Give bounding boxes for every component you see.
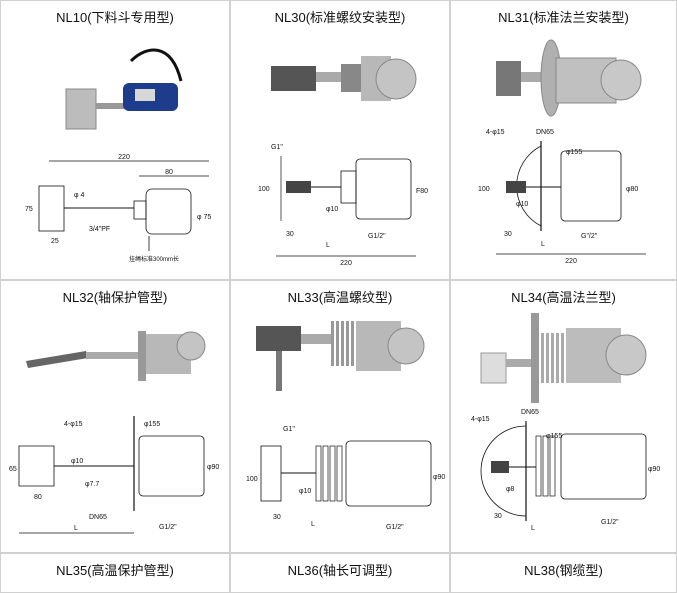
dim-label: G1" [283,426,295,433]
dim-label: G1" [271,144,283,151]
product-cell-nl34: NL34(高温法兰型) 4-φ15 DN65 φ155 [450,280,677,553]
dim-label: φ 4 [74,192,84,199]
dim-label: φ155 [566,149,582,156]
dim-label: φ10 [326,206,338,213]
dim-label: φ90 [433,474,445,481]
product-cell-nl38: NL38(钢缆型) [450,553,677,593]
dim-label: L [74,525,78,532]
dim-label: 100 [246,476,258,483]
product-photo [26,331,206,381]
dimension-drawing: G1" 100 φ90 φ10 30 L G1/2" [246,426,445,531]
dim-label: φ80 [626,186,638,193]
product-photo [65,48,183,130]
dim-label: φ 75 [197,214,211,221]
dim-note: 挂绳标准300mm长 [129,255,179,263]
dim-label: L [531,525,535,532]
dim-label: 30 [494,513,502,520]
dim-label: L [326,242,330,249]
dim-label: φ10 [299,488,311,495]
dim-label: DN65 [521,409,539,416]
dim-label: φ90 [207,464,219,471]
dim-label: 80 [34,494,42,501]
dim-label: 80 [165,169,173,176]
dim-label: G"/2" [581,233,598,240]
dim-label: 75 [25,206,33,213]
dim-label: 30 [273,514,281,521]
dim-label: φ155 [144,421,160,428]
dim-label: 220 [118,154,130,161]
dimension-drawing: 220 80 φ 4 75 φ 75 25 3/4"PF 挂绳标准300mm长 [25,154,211,263]
product-title: NL36(轴长可调型) [287,563,393,578]
product-cell-nl32: NL32(轴保护管型) 4-φ15 φ155 65 φ90 φ10 φ7.7 8… [0,280,230,553]
dim-label: 3/4"PF [89,226,110,233]
dim-label: φ8 [506,486,515,493]
product-title: NL31(标准法兰安装型) [498,10,629,25]
dim-label: DN65 [89,514,107,521]
dim-label: 220 [565,258,577,265]
dim-label: φ7.7 [85,481,99,488]
product-title: NL33(高温螺纹型) [287,290,393,305]
dim-label: 220 [340,260,352,267]
product-cell-nl10: NL10(下料斗专用型) 220 80 φ 4 75 φ 75 25 3/4"P… [0,0,230,280]
dim-label: DN65 [536,129,554,136]
dim-label: φ10 [71,458,83,465]
dimension-drawing: 4-φ15 φ155 65 φ90 φ10 φ7.7 80 DN65 G1/2"… [9,416,219,534]
dim-label: 30 [504,231,512,238]
dim-label: 4-φ15 [471,416,490,423]
dim-label: G1/2" [386,524,404,531]
product-title: NL10(下料斗专用型) [56,10,174,25]
dim-label: 65 [9,466,17,473]
product-cell-nl30: NL30(标准螺纹安装型) G1" 100 F80 φ10 30 L G1/2"… [230,0,450,280]
product-title: NL34(高温法兰型) [511,290,616,305]
product-cell-nl35: NL35(高温保护管型) [0,553,230,593]
product-title: NL38(钢缆型) [524,563,603,578]
product-title: NL35(高温保护管型) [56,563,174,578]
dim-label: 100 [258,186,270,193]
product-photo [256,321,425,391]
dim-label: φ155 [546,433,562,440]
dim-label: φ10 [516,201,528,208]
dim-label: 4-φ15 [486,129,505,136]
product-cell-nl33: NL33(高温螺纹型) G1" 100 φ90 φ10 [230,280,450,553]
product-title: NL30(标准螺纹安装型) [274,10,406,25]
product-photo [480,313,647,403]
product-photo [271,56,417,101]
dim-label: φ90 [648,466,660,473]
dim-label: 30 [286,231,294,238]
dim-label: 25 [51,238,59,245]
dimension-drawing: 4-φ15 DN65 φ155 100 φ80 φ10 30 L G"/2" 2… [478,129,646,265]
dim-label: G1/2" [159,524,177,531]
dim-label: G1/2" [601,519,619,526]
product-photo [496,39,642,117]
dim-label: 100 [478,186,490,193]
dimension-drawing: G1" 100 F80 φ10 30 L G1/2" 220 [258,144,428,267]
dim-label: L [311,521,315,528]
dim-label: 4-φ15 [64,421,83,428]
dimension-drawing: 4-φ15 DN65 φ155 φ90 φ8 30 L G1/2" [471,409,660,532]
dim-label: L [541,241,545,248]
dim-label: F80 [416,188,428,195]
product-cell-nl36: NL36(轴长可调型) [230,553,450,593]
dim-label: G1/2" [368,233,386,240]
product-cell-nl31: NL31(标准法兰安装型) 4-φ15 DN65 φ155 100 φ80 φ1… [450,0,677,280]
product-title: NL32(轴保护管型) [62,290,168,305]
